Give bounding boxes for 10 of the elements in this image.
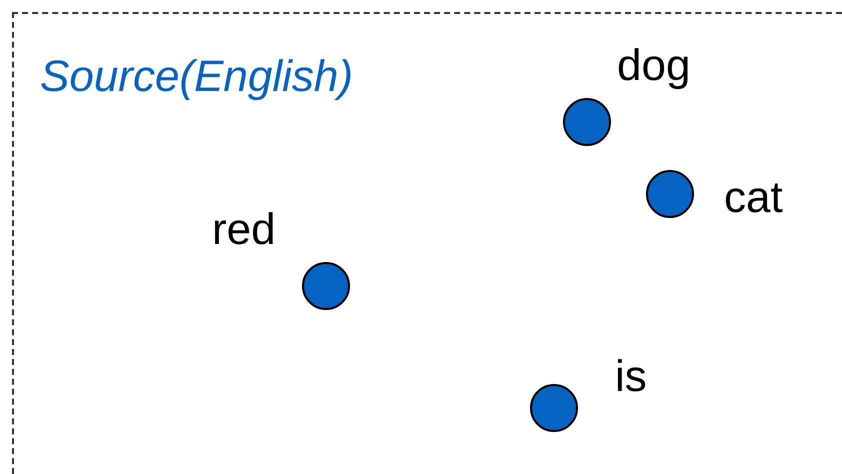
point-marker	[529, 383, 579, 433]
point-marker	[562, 97, 612, 147]
panel-title: Source(English)	[40, 52, 354, 102]
dashed-panel	[12, 12, 842, 474]
word-label: cat	[724, 176, 783, 220]
point-marker	[645, 169, 695, 219]
word-label: red	[212, 208, 276, 252]
point-marker	[301, 261, 351, 311]
word-label: dog	[617, 44, 690, 88]
word-label: is	[615, 355, 647, 399]
